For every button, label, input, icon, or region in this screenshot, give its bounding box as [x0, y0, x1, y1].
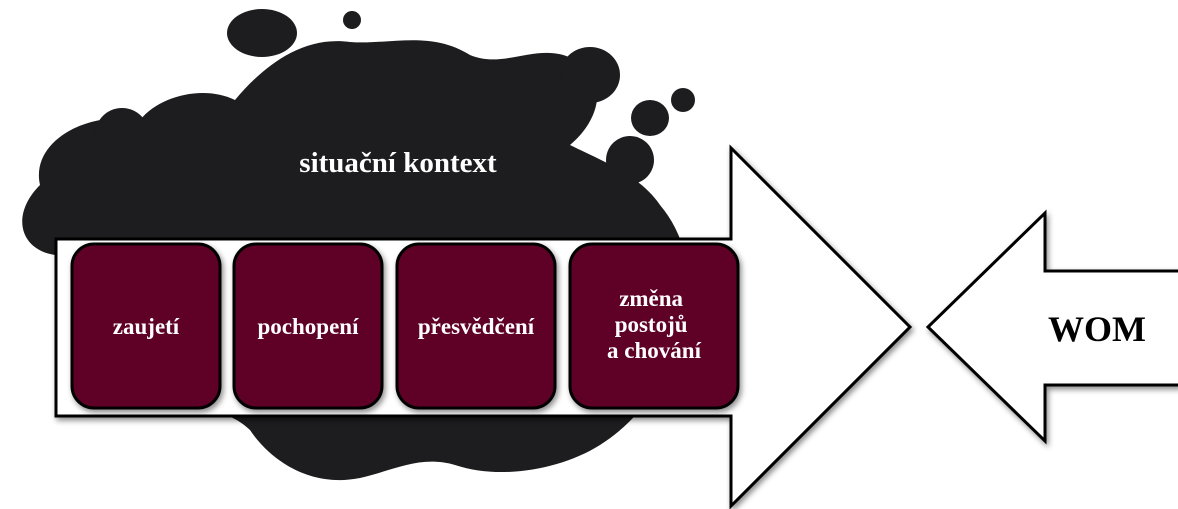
context-label: situační kontext — [299, 147, 497, 179]
wom-arrow — [925, 209, 1178, 445]
process-step-label: přesvědčení — [418, 314, 535, 339]
process-step-line: pochopení — [258, 314, 360, 339]
process-steps: zaujetí pochopení přesvědčení změna post… — [70, 242, 740, 410]
splash-drop — [227, 9, 297, 57]
process-step: změna postojů a chování — [568, 242, 740, 410]
splash-drop — [343, 11, 361, 29]
process-step-line: přesvědčení — [418, 314, 535, 339]
process-step-label: zaujetí — [113, 314, 180, 339]
splash-drop — [671, 88, 695, 112]
splash-drop — [560, 47, 620, 103]
wom-label: WOM — [1048, 309, 1146, 349]
process-step-box — [395, 242, 557, 410]
process-step-box — [568, 242, 740, 410]
process-step-label: změna postojů a chování — [607, 286, 702, 363]
process-step-line: zaujetí — [113, 314, 180, 339]
process-step: pochopení — [232, 242, 384, 410]
process-step-line: a chování — [607, 338, 702, 363]
process-step-box — [70, 242, 222, 410]
process-step: zaujetí — [70, 242, 222, 410]
splash-drop — [95, 108, 149, 162]
process-step: přesvědčení — [395, 242, 557, 410]
splash-drop — [606, 136, 654, 184]
process-step-line: změna — [619, 286, 683, 311]
process-step-label: pochopení — [258, 314, 360, 339]
process-step-box — [232, 242, 384, 410]
splash-drop — [631, 100, 669, 136]
process-step-line: postojů — [615, 312, 688, 337]
